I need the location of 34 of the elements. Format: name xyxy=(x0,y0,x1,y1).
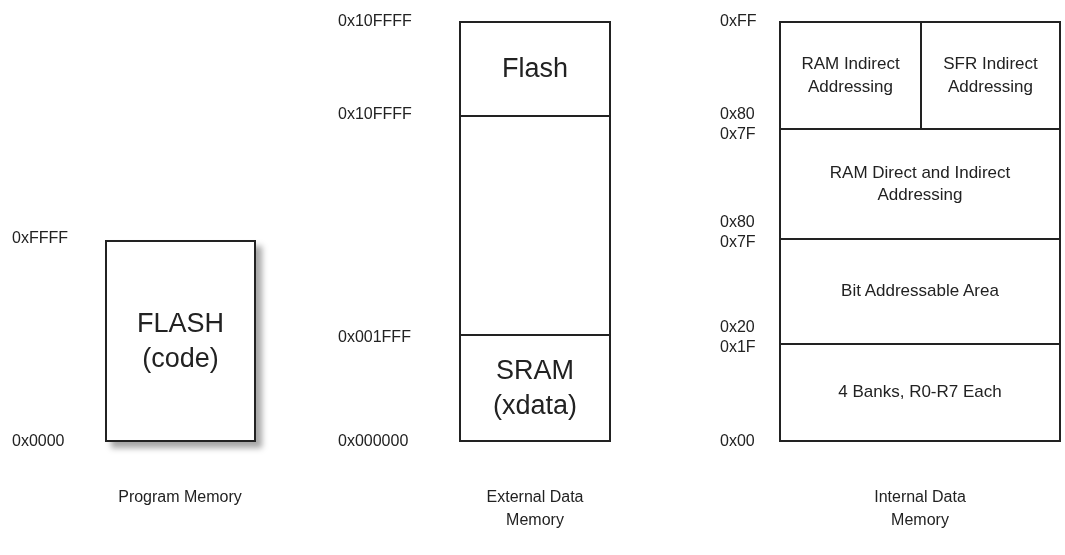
block-label: SFR Indirect Addressing xyxy=(942,53,1039,98)
block-label: Flash xyxy=(501,52,569,86)
address-label: 0x80 xyxy=(720,105,755,123)
address-label: 0x7F xyxy=(720,233,756,251)
address-label: 0x001FFF xyxy=(338,328,411,346)
address-label: 0x80 xyxy=(720,213,755,231)
address-label: 0xFF xyxy=(720,12,757,30)
memory-caption: Program Memory xyxy=(117,487,243,507)
memory-caption: Internal Data Memory xyxy=(873,487,967,530)
address-label: 0x10FFFF xyxy=(338,105,412,123)
memory-block xyxy=(779,128,1061,240)
memory-block xyxy=(779,343,1061,442)
address-label: 0x10FFFF xyxy=(338,12,412,30)
block-label: FLASH (code) xyxy=(136,306,225,375)
memory-block xyxy=(459,334,611,442)
memory-block xyxy=(105,240,256,442)
address-label: 0x7F xyxy=(720,125,756,143)
memory-block xyxy=(779,238,1061,345)
memory-block xyxy=(779,21,922,130)
address-label: 0x0000 xyxy=(12,432,65,450)
address-label: 0x1F xyxy=(720,338,756,356)
block-label: 4 Banks, R0-R7 Each xyxy=(837,381,1003,404)
address-label: 0x20 xyxy=(720,318,755,336)
memory-caption: External Data Memory xyxy=(485,487,585,530)
address-label: 0x00 xyxy=(720,432,755,450)
memory-block xyxy=(920,21,1061,130)
memory-block xyxy=(459,21,611,117)
block-label: SRAM (xdata) xyxy=(491,353,578,422)
block-label: RAM Indirect Addressing xyxy=(800,53,901,98)
block-label: Bit Addressable Area xyxy=(840,280,1000,303)
memory-block xyxy=(459,115,611,336)
address-label: 0x000000 xyxy=(338,432,409,450)
address-label: 0xFFFF xyxy=(12,229,68,247)
block-label: RAM Direct and Indirect Addressing xyxy=(828,161,1012,206)
